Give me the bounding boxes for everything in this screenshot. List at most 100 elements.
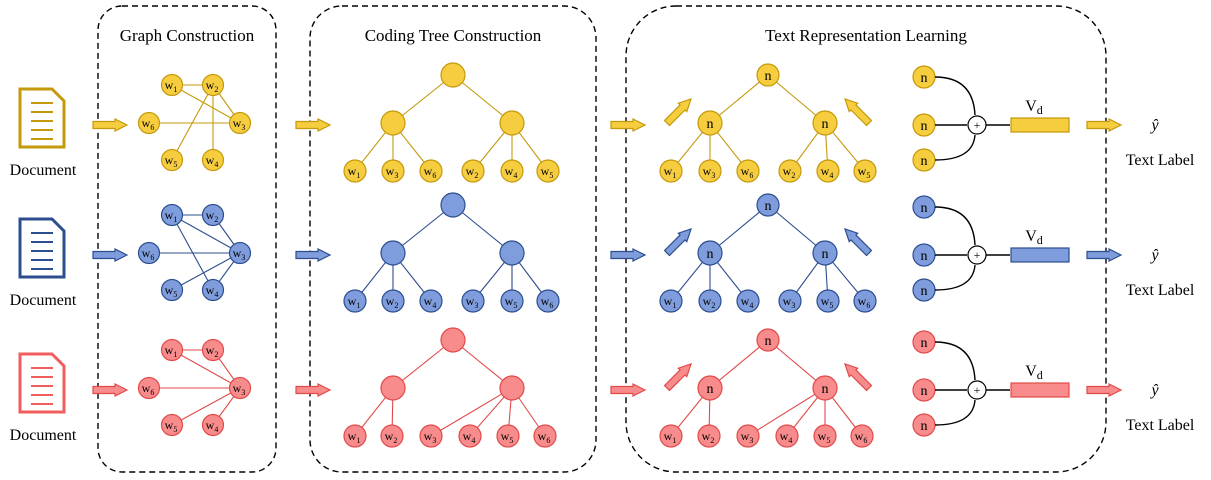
document-vector xyxy=(1010,382,1070,398)
tree-edge xyxy=(747,387,826,437)
agg-edge xyxy=(934,341,976,381)
inner-node-label: n xyxy=(921,71,928,86)
word-node-label: w4 xyxy=(821,164,834,180)
word-node-label: w5 xyxy=(858,164,871,180)
word-node xyxy=(736,289,760,313)
word-node-label: w2 xyxy=(206,78,219,94)
word-node xyxy=(343,424,367,448)
graph-edge xyxy=(171,214,241,254)
sum-symbol: + xyxy=(974,118,981,132)
word-node-label: w5 xyxy=(821,294,834,310)
inner-node-label: n xyxy=(765,334,772,349)
graph-edge xyxy=(171,349,241,389)
word-node-label: w4 xyxy=(206,153,219,169)
predicted-label-symbol: ŷ xyxy=(1149,382,1159,399)
word-node xyxy=(813,424,837,448)
word-node xyxy=(137,241,161,265)
inner-node-label: n xyxy=(921,384,928,399)
vector-label: Vd xyxy=(1025,363,1043,382)
agg-edge xyxy=(934,399,976,426)
word-node xyxy=(160,203,184,227)
word-node-label: w6 xyxy=(424,164,437,180)
inner-node xyxy=(812,375,838,401)
word-node-label: w1 xyxy=(664,294,677,310)
word-node xyxy=(736,159,760,183)
flow-arrow xyxy=(92,118,129,132)
word-node-label: w1 xyxy=(165,208,178,224)
word-node xyxy=(160,73,184,97)
inner-node-label: n xyxy=(921,419,928,434)
word-node-label: w2 xyxy=(702,429,715,445)
word-node-label: w4 xyxy=(424,294,437,310)
document-vector xyxy=(1010,247,1070,263)
word-node-label: w5 xyxy=(541,164,554,180)
word-node xyxy=(500,159,524,183)
word-node xyxy=(419,289,443,313)
word-node-label: w6 xyxy=(858,294,871,310)
flow-arrow xyxy=(1086,383,1123,397)
inner-node-label: n xyxy=(921,284,928,299)
word-node-label: w1 xyxy=(348,164,361,180)
flow-arrow xyxy=(92,248,129,262)
flow-arrow xyxy=(610,383,647,397)
word-node xyxy=(201,73,225,97)
inner-node-label: n xyxy=(921,154,928,169)
word-node xyxy=(160,148,184,172)
word-node-label: w5 xyxy=(165,283,178,299)
vector-label: Vd xyxy=(1025,228,1043,247)
word-node xyxy=(853,159,877,183)
word-node-label: w6 xyxy=(541,294,554,310)
flow-arrow xyxy=(295,383,332,397)
word-node xyxy=(853,289,877,313)
word-node-label: w1 xyxy=(165,343,178,359)
word-node-label: w3 xyxy=(466,294,479,310)
word-node-label: w2 xyxy=(206,343,219,359)
word-node-label: w3 xyxy=(233,381,246,397)
word-node xyxy=(496,424,520,448)
graph-construction-title: Graph Construction xyxy=(120,26,255,45)
tree-inner-node xyxy=(380,375,406,401)
coding-tree-panel xyxy=(309,5,597,473)
word-node-label: w1 xyxy=(348,429,361,445)
word-node-label: w4 xyxy=(505,164,518,180)
text-label: Text Label xyxy=(1126,282,1195,299)
inner-node-label: n xyxy=(822,247,829,262)
inner-node xyxy=(697,375,723,401)
tree-edge xyxy=(452,204,513,254)
tree-edge xyxy=(392,74,454,124)
inner-node-label: n xyxy=(765,69,772,84)
inner-node xyxy=(697,240,723,266)
word-node xyxy=(816,159,840,183)
word-node xyxy=(160,278,184,302)
word-node xyxy=(419,159,443,183)
document-label: Document xyxy=(10,427,77,444)
word-node xyxy=(343,159,367,183)
word-node-label: w4 xyxy=(780,429,793,445)
word-node xyxy=(659,424,683,448)
inner-node-label: n xyxy=(921,336,928,351)
document-vector xyxy=(1010,117,1070,133)
word-node-label: w4 xyxy=(206,418,219,434)
document-label: Document xyxy=(10,292,77,309)
word-node xyxy=(698,159,722,183)
text-representation-panel xyxy=(625,5,1107,473)
text-label: Text Label xyxy=(1126,417,1195,434)
tree-root-node xyxy=(440,62,466,88)
inner-node-label: n xyxy=(921,249,928,264)
inner-node-label: n xyxy=(822,117,829,132)
text-representation-title: Text Representation Learning xyxy=(765,26,967,45)
word-node-label: w4 xyxy=(741,294,754,310)
word-node-label: w6 xyxy=(142,246,155,262)
flow-arrow xyxy=(92,383,129,397)
predicted-label-symbol: ŷ xyxy=(1149,117,1159,134)
word-node xyxy=(736,424,760,448)
tree-inner-node xyxy=(380,240,406,266)
inner-node-label: n xyxy=(765,199,772,214)
tree-edge xyxy=(452,339,513,389)
word-node xyxy=(381,159,405,183)
inner-node-label: n xyxy=(707,117,714,132)
